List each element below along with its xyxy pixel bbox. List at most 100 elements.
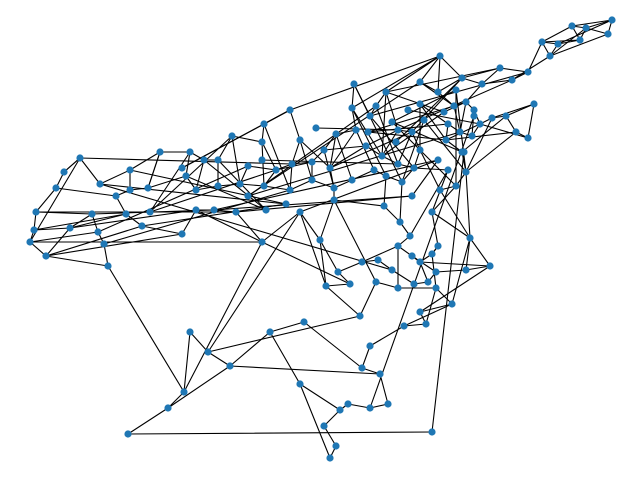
graph-node <box>350 80 358 88</box>
graph-edge <box>409 169 449 237</box>
graph-edge <box>351 83 355 109</box>
graph-edge <box>391 121 463 153</box>
graph-node <box>334 268 342 276</box>
graph-edge <box>367 105 455 133</box>
graph-edge <box>431 151 465 433</box>
graph-node <box>372 102 380 110</box>
graph-edge <box>469 237 491 267</box>
graph-node <box>388 118 396 126</box>
graph-edge <box>385 67 501 93</box>
graph-node <box>364 128 372 136</box>
graph-edge <box>239 183 265 187</box>
graph-node <box>530 100 538 108</box>
graph-edge <box>45 225 143 257</box>
graph-edge <box>141 225 183 235</box>
graph-node <box>126 166 134 174</box>
graph-edge <box>261 211 301 243</box>
graph-node <box>416 100 424 108</box>
graph-node <box>326 454 334 462</box>
graph-node <box>146 208 154 216</box>
graph-edge <box>391 89 457 123</box>
graph-edge <box>329 145 367 169</box>
graph-edge <box>185 175 267 211</box>
graph-node <box>366 112 374 120</box>
graph-node <box>554 40 562 48</box>
graph-edge <box>247 131 461 197</box>
graph-node <box>452 182 460 190</box>
graph-node <box>320 422 328 430</box>
graph-node <box>296 380 304 388</box>
graph-edge <box>289 163 293 191</box>
graph-node <box>178 164 186 172</box>
graph-edge <box>369 325 405 347</box>
graph-edge <box>147 175 187 189</box>
graph-node <box>366 404 374 412</box>
graph-edge <box>129 169 287 205</box>
graph-edge <box>365 129 399 147</box>
graph-node <box>282 200 290 208</box>
graph-edge <box>361 345 371 369</box>
graph-node <box>524 134 532 142</box>
graph-edge <box>439 55 463 79</box>
graph-node <box>366 342 374 350</box>
graph-edge <box>35 187 57 213</box>
graph-edge <box>299 383 341 411</box>
graph-edge <box>401 119 425 183</box>
graph-node <box>428 250 436 258</box>
graph-node <box>458 74 466 82</box>
graph-edge <box>383 175 387 207</box>
graph-edge <box>379 373 389 405</box>
graph-node <box>94 228 102 236</box>
graph-edge <box>127 431 433 435</box>
graph-node <box>296 136 304 144</box>
graph-edge <box>55 187 117 197</box>
graph-edge <box>79 157 101 185</box>
graph-node <box>416 146 424 154</box>
graph-edge <box>355 129 375 171</box>
graph-node <box>182 172 190 180</box>
graph-node <box>346 280 354 288</box>
graph-node <box>258 138 266 146</box>
graph-edge <box>261 159 399 165</box>
graph-node <box>308 176 316 184</box>
graph-node <box>374 256 382 264</box>
graph-edge <box>103 189 291 245</box>
graph-edge <box>465 171 471 239</box>
graph-node <box>434 242 442 250</box>
graph-node <box>228 132 236 140</box>
graph-edge <box>369 115 415 169</box>
graph-node <box>180 388 188 396</box>
graph-edge <box>549 33 609 57</box>
graph-edge <box>437 77 463 93</box>
graph-node <box>244 162 252 170</box>
graph-edge <box>247 81 421 197</box>
graph-node <box>336 406 344 414</box>
graph-node <box>322 282 330 290</box>
graph-node <box>300 318 308 326</box>
graph-node <box>262 206 270 214</box>
graph-edge <box>45 233 183 257</box>
graph-node <box>398 178 406 186</box>
graph-node <box>452 86 460 94</box>
graph-node <box>244 192 252 200</box>
graph-node <box>508 76 516 84</box>
graph-node <box>394 126 402 134</box>
graph-node <box>470 112 478 120</box>
graph-edge <box>391 269 415 285</box>
graph-node <box>456 128 464 136</box>
graph-node <box>428 208 436 216</box>
graph-edge <box>351 107 387 177</box>
graph-edge <box>465 117 493 173</box>
graph-node <box>448 300 456 308</box>
graph-edge <box>319 239 327 287</box>
graph-edge <box>217 183 241 187</box>
graph-node <box>380 202 388 210</box>
graph-edge <box>181 209 197 235</box>
graph-edge <box>149 151 191 213</box>
graph-edge <box>99 183 393 271</box>
graph-node <box>60 168 68 176</box>
graph-edge <box>261 141 265 187</box>
graph-node <box>420 116 428 124</box>
graph-edge <box>127 407 169 435</box>
nodes-layer <box>26 16 616 462</box>
